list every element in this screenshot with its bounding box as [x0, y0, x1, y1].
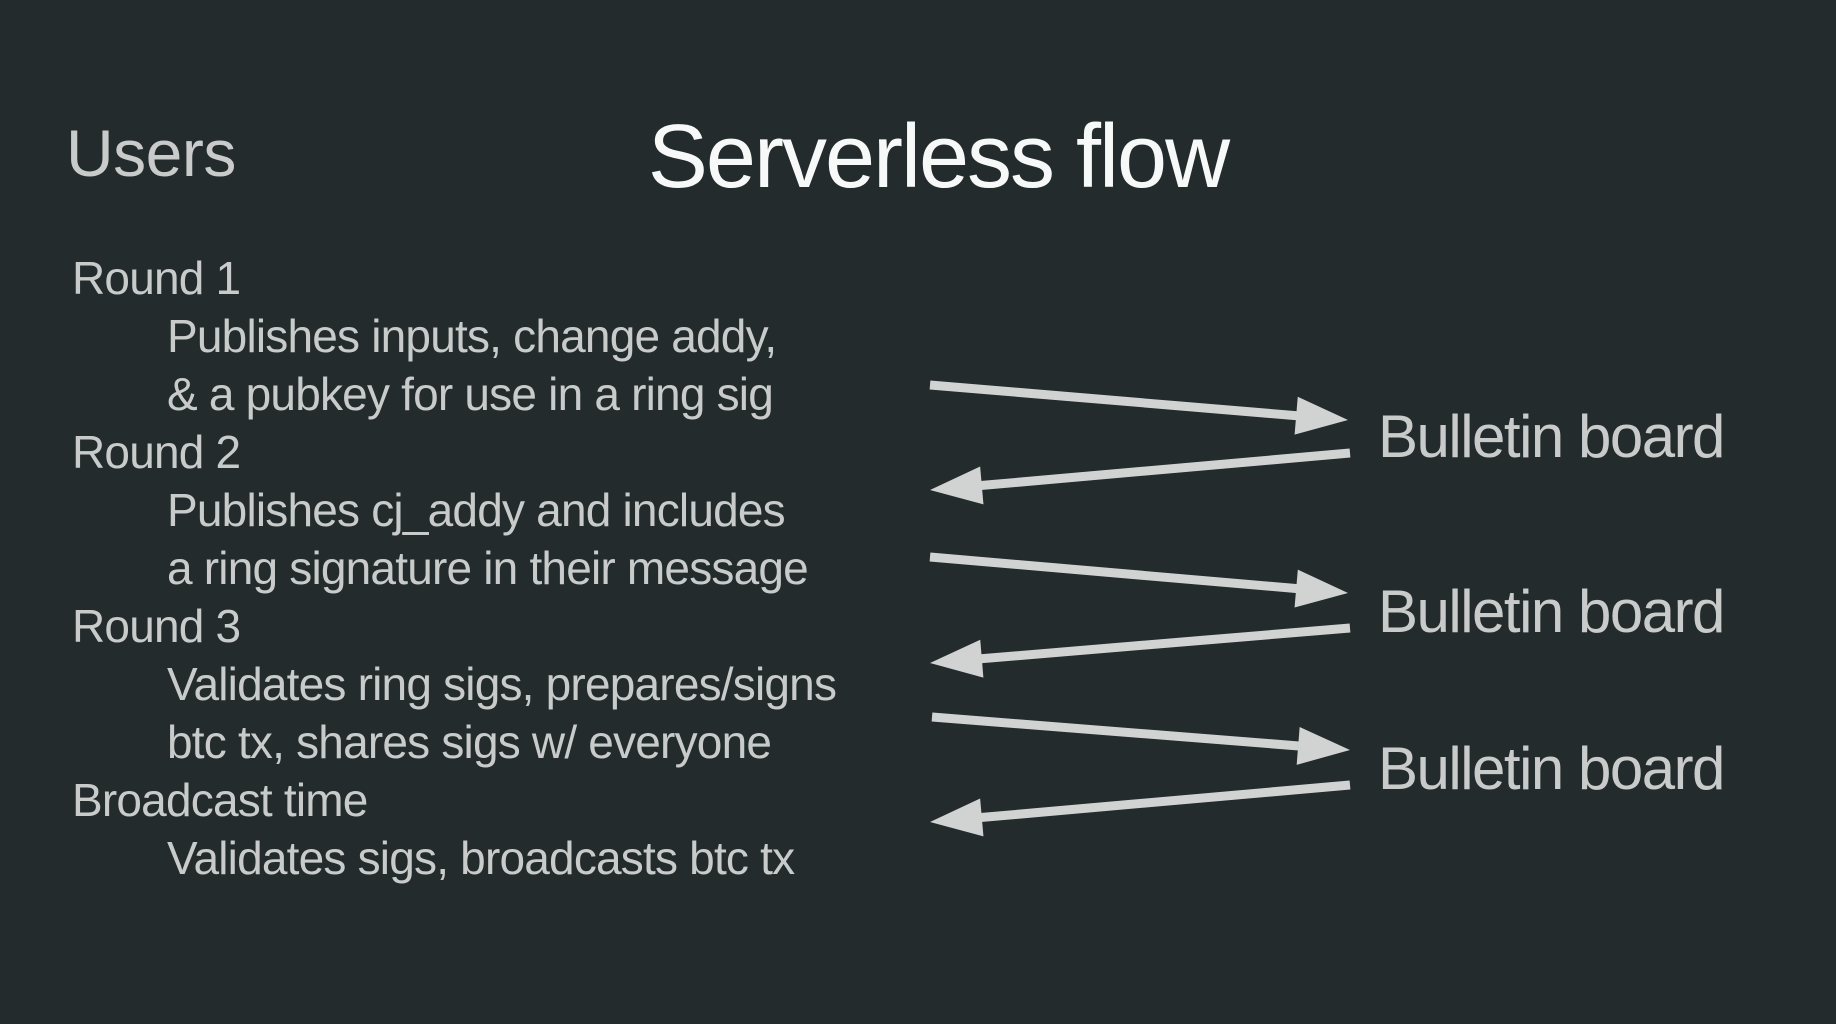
- round-1-detail-2: & a pubkey for use in a ring sig: [167, 368, 774, 420]
- arrow-right-icon users-to-board-1: [929, 380, 1348, 435]
- bulletin-board-2-label: Bulletin board: [1378, 578, 1725, 645]
- arrow-left-icon board-1-to-users: [930, 448, 1351, 505]
- arrow-right-icon users-to-board-2: [929, 552, 1348, 608]
- round-3-detail-1: Validates ring sigs, prepares/signs: [167, 658, 837, 710]
- round-1-label: Round 1: [72, 252, 241, 304]
- arrow-left-icon board-3-to-users: [930, 780, 1351, 837]
- broadcast-time-label: Broadcast time: [72, 774, 368, 826]
- arrow-left-icon board-2-to-users: [930, 623, 1351, 678]
- round-3-label: Round 3: [72, 600, 241, 652]
- round-2-detail-1: Publishes cj_addy and includes: [167, 484, 786, 536]
- rounds-list: Round 1 Publishes inputs, change addy, &…: [72, 249, 972, 887]
- round-1-detail-1: Publishes inputs, change addy,: [167, 310, 777, 362]
- users-column-heading: Users: [66, 116, 236, 190]
- arrow-right-icon users-to-board-3: [931, 712, 1350, 765]
- bulletin-board-1-label: Bulletin board: [1378, 403, 1725, 470]
- round-2-label: Round 2: [72, 426, 241, 478]
- round-3-detail-2: btc tx, shares sigs w/ everyone: [167, 716, 772, 768]
- slide-title: Serverless flow: [647, 107, 1230, 207]
- bulletin-board-3-label: Bulletin board: [1378, 735, 1725, 802]
- broadcast-time-detail: Validates sigs, broadcasts btc tx: [167, 832, 795, 884]
- round-2-detail-2: a ring signature in their message: [167, 542, 809, 594]
